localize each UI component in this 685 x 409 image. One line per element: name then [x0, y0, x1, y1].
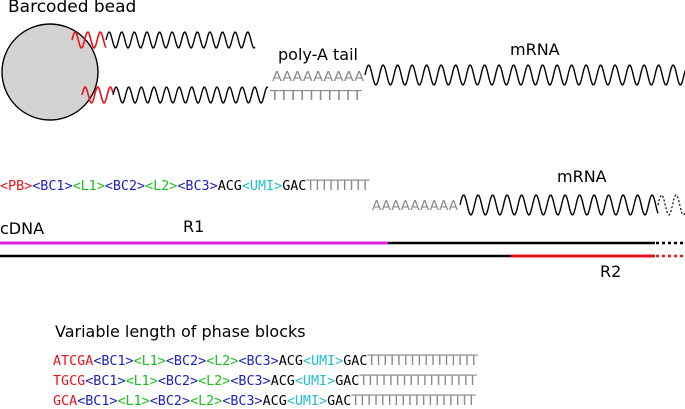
sequence-segment: ACG: [278, 354, 303, 369]
polya-text-middle: AAAAAAAAA: [372, 199, 458, 214]
phase-blocks-title: Variable length of phase blocks: [55, 322, 306, 341]
mrna-label-top: mRNA: [510, 40, 560, 59]
sequence-segment: TTTTTTTTT: [306, 178, 369, 194]
sequence-segment: <BC3>: [238, 354, 279, 369]
sequence-segment: <BC1>: [85, 374, 126, 389]
barcode-structure-sequence: <PB><BC1><L1><BC2><L2><BC3>ACG<UMI>GACTT…: [0, 178, 369, 194]
sequence-segment: <BC2>: [104, 179, 146, 194]
sequence-segment: <BC2>: [157, 374, 199, 389]
sequence-segment: <L1>: [117, 394, 150, 409]
barcoded-bead: [1, 23, 99, 121]
sequence-segment: ACG: [217, 179, 242, 194]
bead-barcode-segment-bottom: [81, 85, 114, 105]
cdna-label: cDNA: [0, 219, 45, 238]
sequence-segment: <L2>: [206, 354, 239, 369]
r1-label: R1: [183, 217, 205, 236]
mrna-wave-middle-dotted: [657, 194, 685, 216]
sequence-segment: <BC2>: [149, 394, 191, 409]
bead-label: Barcoded bead: [8, 0, 137, 17]
sequence-segment: <L1>: [125, 374, 158, 389]
sequence-segment: <BC3>: [230, 374, 271, 389]
sequence-segment: <BC1>: [93, 354, 134, 369]
sequence-segment: <L1>: [133, 354, 166, 369]
sequence-segment: <UMI>: [294, 374, 336, 389]
sequence-segment: TTTTTTTTTTTTTTTTTT: [351, 393, 475, 409]
sequence-segment: <L2>: [190, 394, 223, 409]
sequence-segment: ATCGA: [53, 354, 94, 369]
sequence-segment: <UMI>: [302, 354, 344, 369]
sequence-segment: TTTTTTTTTTTTTTTTT: [359, 373, 476, 389]
sequence-segment: TGCG: [53, 374, 86, 389]
sequence-segment: <UMI>: [241, 179, 283, 194]
sequence-segment: <BC2>: [165, 354, 207, 369]
mrna-wave-middle: [459, 194, 659, 216]
sequence-segment: TTTTTTTTTTTTTTTT: [367, 353, 478, 369]
sequence-segment: <BC3>: [177, 179, 218, 194]
bead-oligo-top: [105, 31, 256, 49]
sequence-segment: GAC: [343, 354, 368, 369]
sequence-segment: <BC1>: [77, 394, 118, 409]
sequence-segment: GCA: [53, 394, 78, 409]
polya-text-top: AAAAAAAAA: [272, 70, 364, 85]
sequence-segment: <L1>: [72, 179, 105, 194]
sequence-segment: ACG: [262, 394, 287, 409]
mrna-label-middle: mRNA: [557, 167, 607, 186]
sequence-segment: <L2>: [145, 179, 178, 194]
phase-sequence-2: TGCG<BC1><L1><BC2><L2><BC3>ACG<UMI>GACTT…: [53, 373, 477, 389]
polya-tail-label: poly-A tail: [278, 45, 358, 64]
mrna-wave-top: [364, 64, 685, 86]
phase-sequence-3: GCA<BC1><L1><BC2><L2><BC3>ACG<UMI>GACTTT…: [53, 393, 476, 409]
bead-barcode-segment-top: [71, 30, 107, 50]
sequence-segment: GAC: [327, 394, 352, 409]
sequence-segment: <L2>: [198, 374, 231, 389]
sequence-segment: GAC: [282, 179, 307, 194]
sequence-segment: <PB>: [0, 179, 33, 194]
r2-label: R2: [600, 262, 622, 281]
bead-oligo-bottom: [112, 86, 269, 104]
sequence-segment: <UMI>: [286, 394, 328, 409]
sequence-segment: <BC3>: [222, 394, 263, 409]
sequence-segment: <BC1>: [32, 179, 73, 194]
sequence-segment: ACG: [270, 374, 295, 389]
polyt-text-top: TTTTTTTTTT: [269, 89, 362, 104]
phase-sequence-1: ATCGA<BC1><L1><BC2><L2><BC3>ACG<UMI>GACT…: [53, 353, 478, 369]
sequence-segment: GAC: [335, 374, 360, 389]
